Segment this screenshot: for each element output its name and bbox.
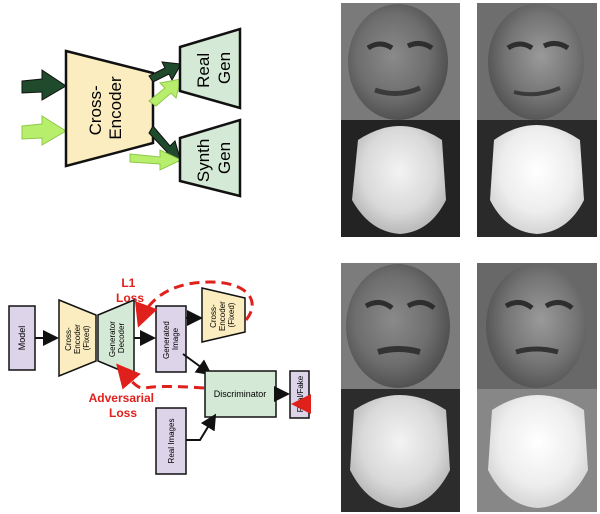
light-arrow-to-real-gen — [148, 78, 182, 107]
cross-encoder-block — [64, 49, 155, 168]
cross-encoder-label: Cross- Encoder — [86, 76, 125, 140]
face-image-bottom-right — [477, 263, 597, 512]
arrow-generated-to-discriminator — [182, 353, 213, 376]
generator-decoder-label: Generator Decoder — [108, 319, 126, 357]
adversarial-loss-label: Adversarial Loss — [89, 391, 158, 420]
face-image-top-left — [341, 3, 460, 237]
discriminator-label: Discriminator — [214, 389, 267, 399]
bottom-diagram: L1 Loss Model Cross- Encoder (Fixed) Gen… — [8, 276, 311, 475]
model-block — [8, 305, 36, 371]
light-arrow-to-synth-gen — [129, 149, 183, 171]
face-image-bottom-left — [341, 263, 460, 512]
cross-encoder-fixed-block — [58, 298, 97, 378]
dark-input-arrow — [21, 69, 67, 101]
model-label: Model — [17, 326, 27, 351]
real-gen-label: Real Gen — [194, 48, 234, 88]
light-input-arrow — [21, 115, 67, 146]
cross-encoder-fixed-2-label: Cross- Encoder (Fixed) — [209, 299, 236, 331]
arrow-real-images-to-discriminator — [186, 413, 217, 441]
dark-arrow-to-real-gen — [148, 61, 182, 83]
cross-encoder-fixed-2-block — [201, 287, 246, 343]
real-fake-label: Real/Fake — [296, 375, 305, 412]
adversarial-loss-dashed-path — [116, 363, 205, 390]
cross-encoder-fixed-label: Cross- Encoder (Fixed) — [64, 322, 91, 354]
synth-gen-label: Synth Gen — [194, 134, 234, 182]
discriminator-block — [204, 370, 277, 418]
real-images-label: Real Images — [167, 419, 176, 464]
photo-grid — [341, 3, 597, 512]
face-image-top-right — [477, 3, 597, 237]
l1-loss-dashed-loop — [135, 280, 254, 328]
l1-loss-label: L1 Loss — [116, 276, 144, 305]
real-gen-block — [178, 27, 242, 110]
generated-image-block — [155, 305, 187, 373]
synth-gen-block — [178, 118, 242, 198]
generated-image-label: Generated Image — [162, 319, 180, 359]
top-diagram: Cross- Encoder Real Gen Synth Gen — [21, 27, 242, 198]
